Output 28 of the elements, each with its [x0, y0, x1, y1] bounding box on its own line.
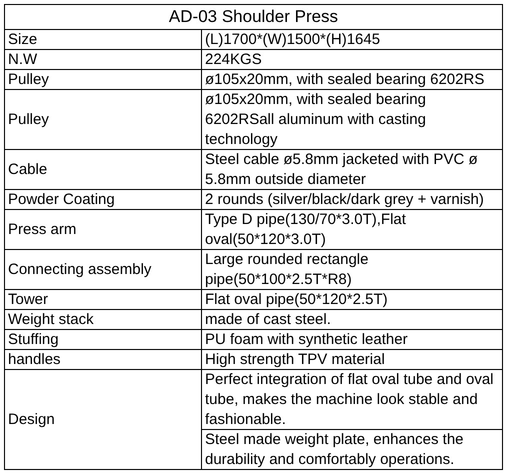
spec-value-cell: ø105x20mm, with sealed bearing 6202RSall aluminum with casting technology [202, 90, 503, 150]
spec-name-cell: Stuffing [5, 330, 202, 350]
spec-value-cell: Steel cable ø5.8mm jacketed with PVC ø 5.8mm outside diameter [202, 150, 503, 190]
spec-name-cell: N.W [5, 50, 202, 70]
spec-value-cell: Steel made weight plate, enhances the durability and comfortably operations. [202, 430, 503, 470]
spec-name-cell: Powder Coating [5, 190, 202, 210]
spec-value-cell: ø105x20mm, with sealed bearing 6202RS [202, 70, 503, 90]
spec-value-cell: PU foam with synthetic leather [202, 330, 503, 350]
spec-name-cell: Connecting assembly [5, 250, 202, 290]
spec-name-cell: Pulley [5, 70, 202, 90]
spec-name-cell: Design [5, 370, 202, 470]
spec-name-cell: Press arm [5, 210, 202, 250]
spec-value-cell: 224KGS [202, 50, 503, 70]
spec-name-cell: Pulley [5, 90, 202, 150]
spec-name-cell: Size [5, 30, 202, 50]
spec-value-cell: (L)1700*(W)1500*(H)1645 [202, 30, 503, 50]
spec-name-cell: Weight stack [5, 310, 202, 330]
spec-value-cell: Perfect integration of flat oval tube and oval tube, makes the machine look stable and fashionable. [202, 370, 503, 430]
spec-value-cell: made of cast steel. [202, 310, 503, 330]
spec-value-cell: 2 rounds (silver/black/dark grey + varnish) [202, 190, 503, 210]
spec-value-cell: Flat oval pipe(50*120*2.5T) [202, 290, 503, 310]
spec-value-cell: High strength TPV material [202, 350, 503, 370]
spec-name-cell: Tower [5, 290, 202, 310]
title-cell: AD-03 Shoulder Press [5, 5, 503, 30]
spec-value-cell: Type D pipe(130/70*3.0T),Flat oval(50*120*3.0T) [202, 210, 503, 250]
spec-value-cell: Large rounded rectangle pipe(50*100*2.5T*R8) [202, 250, 503, 290]
spec-name-cell: handles [5, 350, 202, 370]
spec-name-cell: Cable [5, 150, 202, 190]
